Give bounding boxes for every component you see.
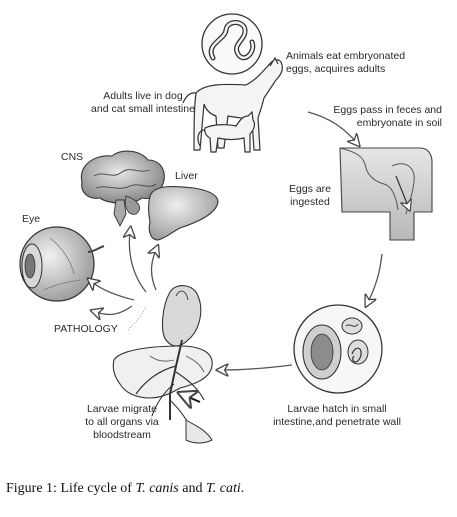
caption-suffix: . xyxy=(240,481,245,496)
eye-icon xyxy=(19,226,105,302)
egg-ingestion-figure xyxy=(339,147,433,241)
caption-species-2: T. cati xyxy=(205,481,241,496)
label-liver: Liver xyxy=(175,170,198,182)
label-eye: Eye xyxy=(22,213,41,225)
label-larvae-hatch: Larvae hatch in small intestine,and pene… xyxy=(256,403,418,429)
label-adults-live-line-1: Adults live in dog xyxy=(103,90,183,102)
label-larvae-migrate: Larvae migrate to all organs via bloodst… xyxy=(70,403,174,442)
label-eggs-pass: Eggs pass in feces and embryonate in soi… xyxy=(306,104,442,130)
figure-caption: Figure 1: Life cycle of T. canis and T. … xyxy=(6,481,244,497)
label-eggs-ingested-line-1: Eggs are xyxy=(288,183,332,195)
label-adults-live-line-2: and cat small intestine xyxy=(91,103,195,115)
label-adults-live: Adults live in dog and cat small intesti… xyxy=(84,90,202,116)
label-animals-eat-line-1: Animals eat embryonated xyxy=(286,50,406,62)
label-pathology: PATHOLOGY xyxy=(54,323,118,335)
label-larvae-hatch-line-2: intestine,and penetrate wall xyxy=(273,416,401,428)
label-larvae-hatch-line-1: Larvae hatch in small xyxy=(287,403,387,415)
embryonated-egg-icon xyxy=(201,13,263,75)
label-animals-eat-line-2: eggs, acquires adults xyxy=(286,63,386,75)
caption-prefix: Figure 1: Life cycle of xyxy=(6,481,136,496)
label-larvae-migrate-line-2: to all organs via xyxy=(85,416,159,428)
label-eggs-ingested: Eggs are ingested xyxy=(282,183,338,209)
label-larvae-migrate-line-1: Larvae migrate xyxy=(86,403,158,415)
label-eggs-ingested-line-2: ingested xyxy=(290,196,330,208)
intestine-cross-section-icon xyxy=(293,304,383,394)
label-animals-eat: Animals eat embryonated eggs, acquires a… xyxy=(286,50,405,76)
liver-icon xyxy=(147,185,219,241)
label-larvae-migrate-line-3: bloodstream xyxy=(93,429,151,441)
circulation-figure xyxy=(112,285,213,444)
caption-species-1: T. canis xyxy=(135,481,179,496)
cycle-arrows xyxy=(92,111,383,370)
pathology-dots xyxy=(127,305,147,331)
label-cns: CNS xyxy=(61,151,84,163)
cat-icon xyxy=(197,110,256,153)
label-eggs-pass-line-1: Eggs pass in feces and xyxy=(333,104,442,116)
label-eggs-pass-line-2: embryonate in soil xyxy=(356,117,442,129)
dog-icon xyxy=(182,56,283,151)
brain-icon xyxy=(80,150,165,228)
caption-joiner: and xyxy=(178,481,206,496)
